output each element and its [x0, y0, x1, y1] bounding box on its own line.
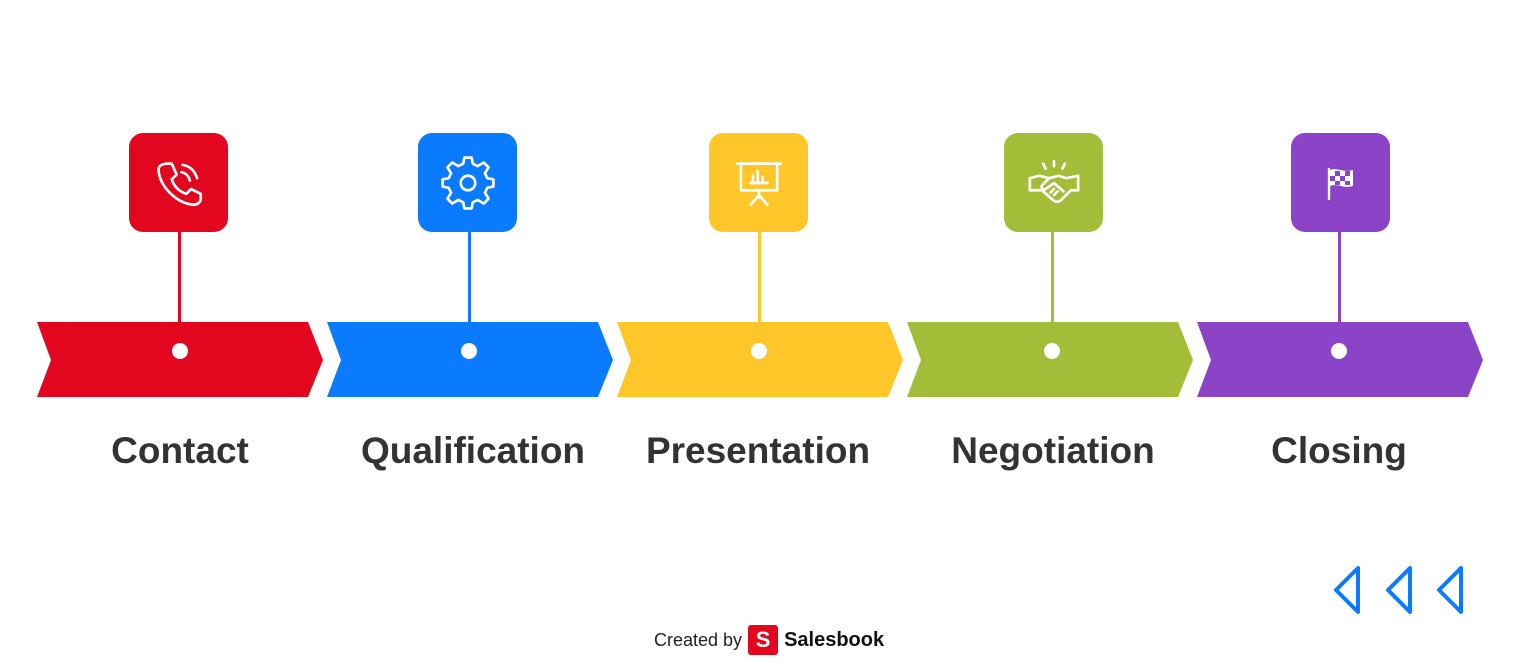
arrow-segment-contact	[37, 322, 323, 397]
arrow-segment-closing	[1197, 322, 1483, 397]
arrow-dot-negotiation	[1044, 343, 1060, 359]
stage-label-qualification: Qualification	[360, 430, 586, 471]
connector-stem-qualification	[468, 231, 471, 323]
arrow-dot-presentation	[751, 343, 767, 359]
stage-label-contact: Contact	[111, 430, 249, 471]
nav-prev-arrow-3[interactable]	[1431, 562, 1467, 618]
connector-stem-negotiation	[1051, 231, 1054, 323]
created-by-footer: Created by S Salesbook	[654, 624, 884, 656]
icon-box-contact	[129, 133, 228, 232]
checkered-flag-icon	[1327, 167, 1353, 200]
nav-prev-arrow-2[interactable]	[1380, 562, 1416, 618]
brand-name: Salesbook	[784, 628, 885, 651]
stage-label-presentation: Presentation	[645, 430, 871, 471]
stage-label-closing: Closing	[1271, 430, 1407, 471]
connector-stem-closing	[1338, 231, 1341, 323]
handshake-icon	[1028, 159, 1079, 203]
nav-prev-arrow-1[interactable]	[1328, 562, 1364, 618]
triangle-left-outline-icon	[1386, 566, 1412, 614]
arrow-dot-qualification	[461, 343, 477, 359]
icon-box-closing	[1291, 133, 1390, 232]
arrow-segment-qualification	[327, 322, 613, 397]
gear-icon	[440, 155, 495, 210]
arrow-segment-presentation	[617, 322, 903, 397]
connector-stem-presentation	[758, 231, 761, 323]
triangle-left-outline-icon	[1437, 566, 1463, 614]
salesbook-logo-icon: S	[748, 625, 779, 655]
arrow-segment-negotiation	[907, 322, 1193, 397]
triangle-left-outline-icon	[1334, 566, 1360, 614]
logo-letter: S	[755, 627, 771, 652]
connector-stem-contact	[178, 231, 181, 323]
presentation-board-icon	[735, 161, 782, 206]
icon-box-presentation	[709, 133, 808, 232]
icon-box-qualification	[418, 133, 517, 232]
stage-label-negotiation: Negotiation	[951, 430, 1155, 471]
phone-icon	[156, 161, 202, 206]
arrow-dot-contact	[172, 343, 188, 359]
created-by-text: Created by	[654, 629, 743, 650]
icon-box-negotiation	[1004, 133, 1103, 232]
arrow-dot-closing	[1331, 343, 1347, 359]
